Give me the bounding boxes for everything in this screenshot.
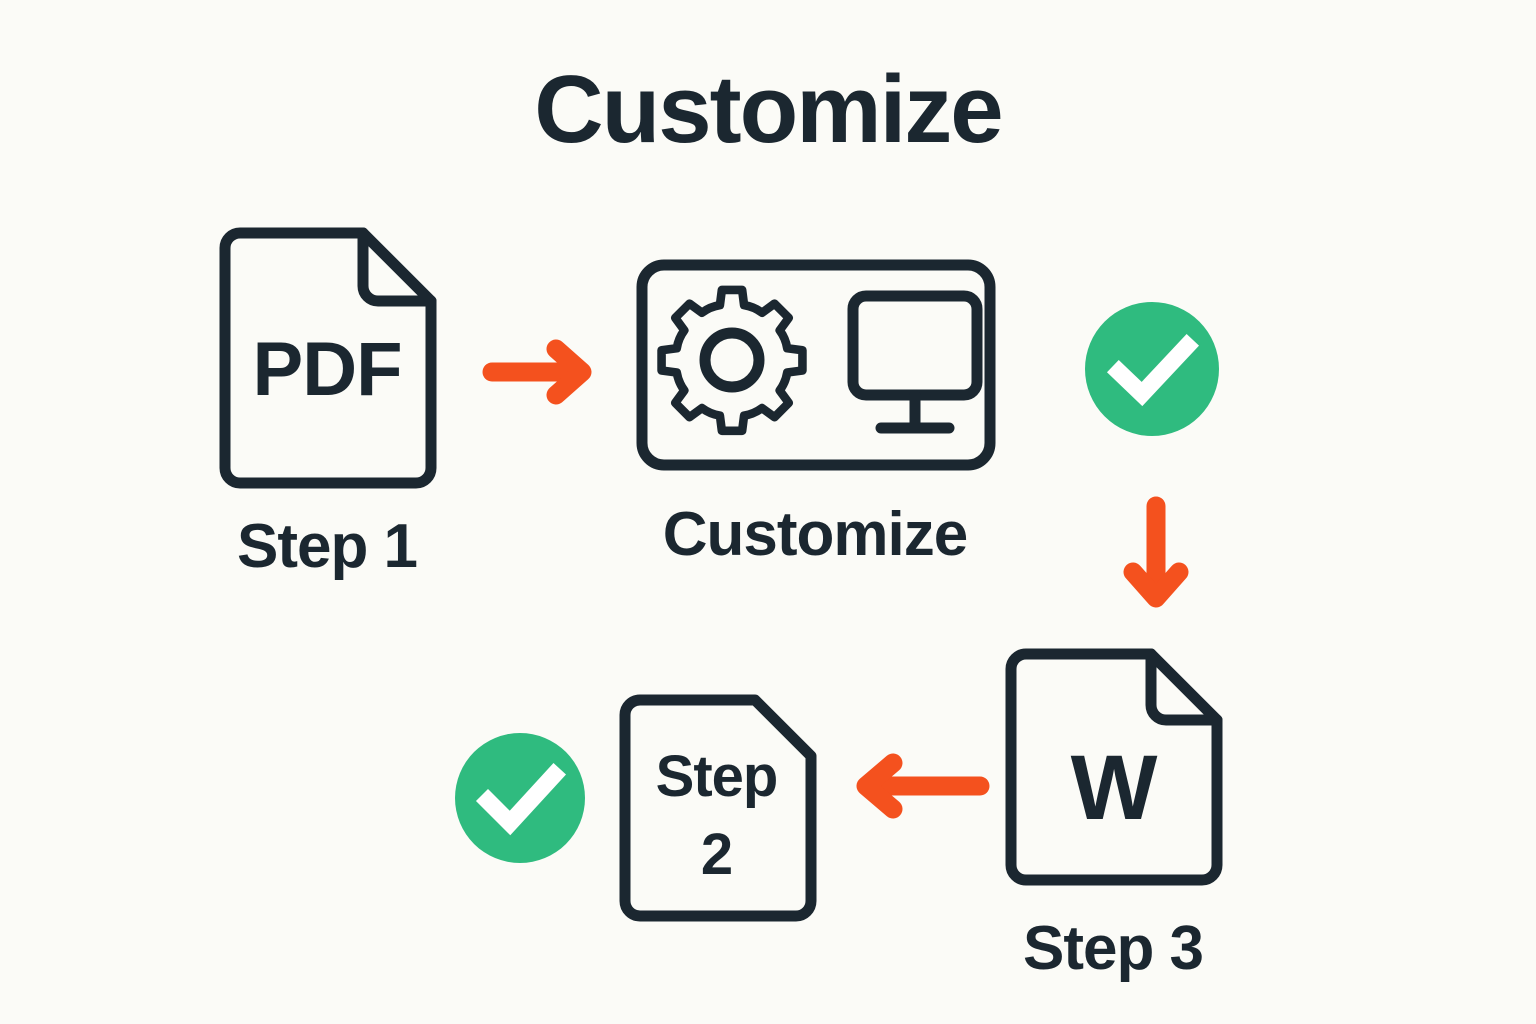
monitor-icon [847,290,983,434]
arrow-left-icon [856,753,990,819]
step2-document-node [615,690,821,926]
customize-card-caption: Customize [662,500,968,569]
word-file-label: W [1070,737,1158,839]
step2-label-line2: 2 [700,822,733,887]
check-circle-icon [1085,302,1219,436]
word-file-icon [1005,648,1223,886]
word-file-node [1000,643,1228,891]
pdf-file-icon [219,227,437,489]
arrow-down-icon [1123,496,1189,608]
arrow-customize-to-word [1123,496,1189,620]
gear-icon [657,285,807,436]
customize-card-node [635,258,997,472]
check-circle-bottom [455,733,585,863]
page-title: Customize [534,56,1003,163]
document-clipped-corner-icon [619,694,817,922]
arrow-word-to-step2 [848,753,990,819]
check-circle-icon [455,733,585,863]
word-file-caption: Step 3 [1022,914,1204,983]
pdf-file-node [214,222,442,494]
step2-label-line1: Step [655,744,779,809]
arrow-pdf-to-customize [482,339,604,405]
arrow-right-icon [482,339,592,405]
check-circle-top [1085,302,1219,436]
pdf-file-caption: Step 1 [236,512,418,581]
settings-monitor-icon [636,259,996,471]
pdf-file-label: PDF [252,327,403,412]
